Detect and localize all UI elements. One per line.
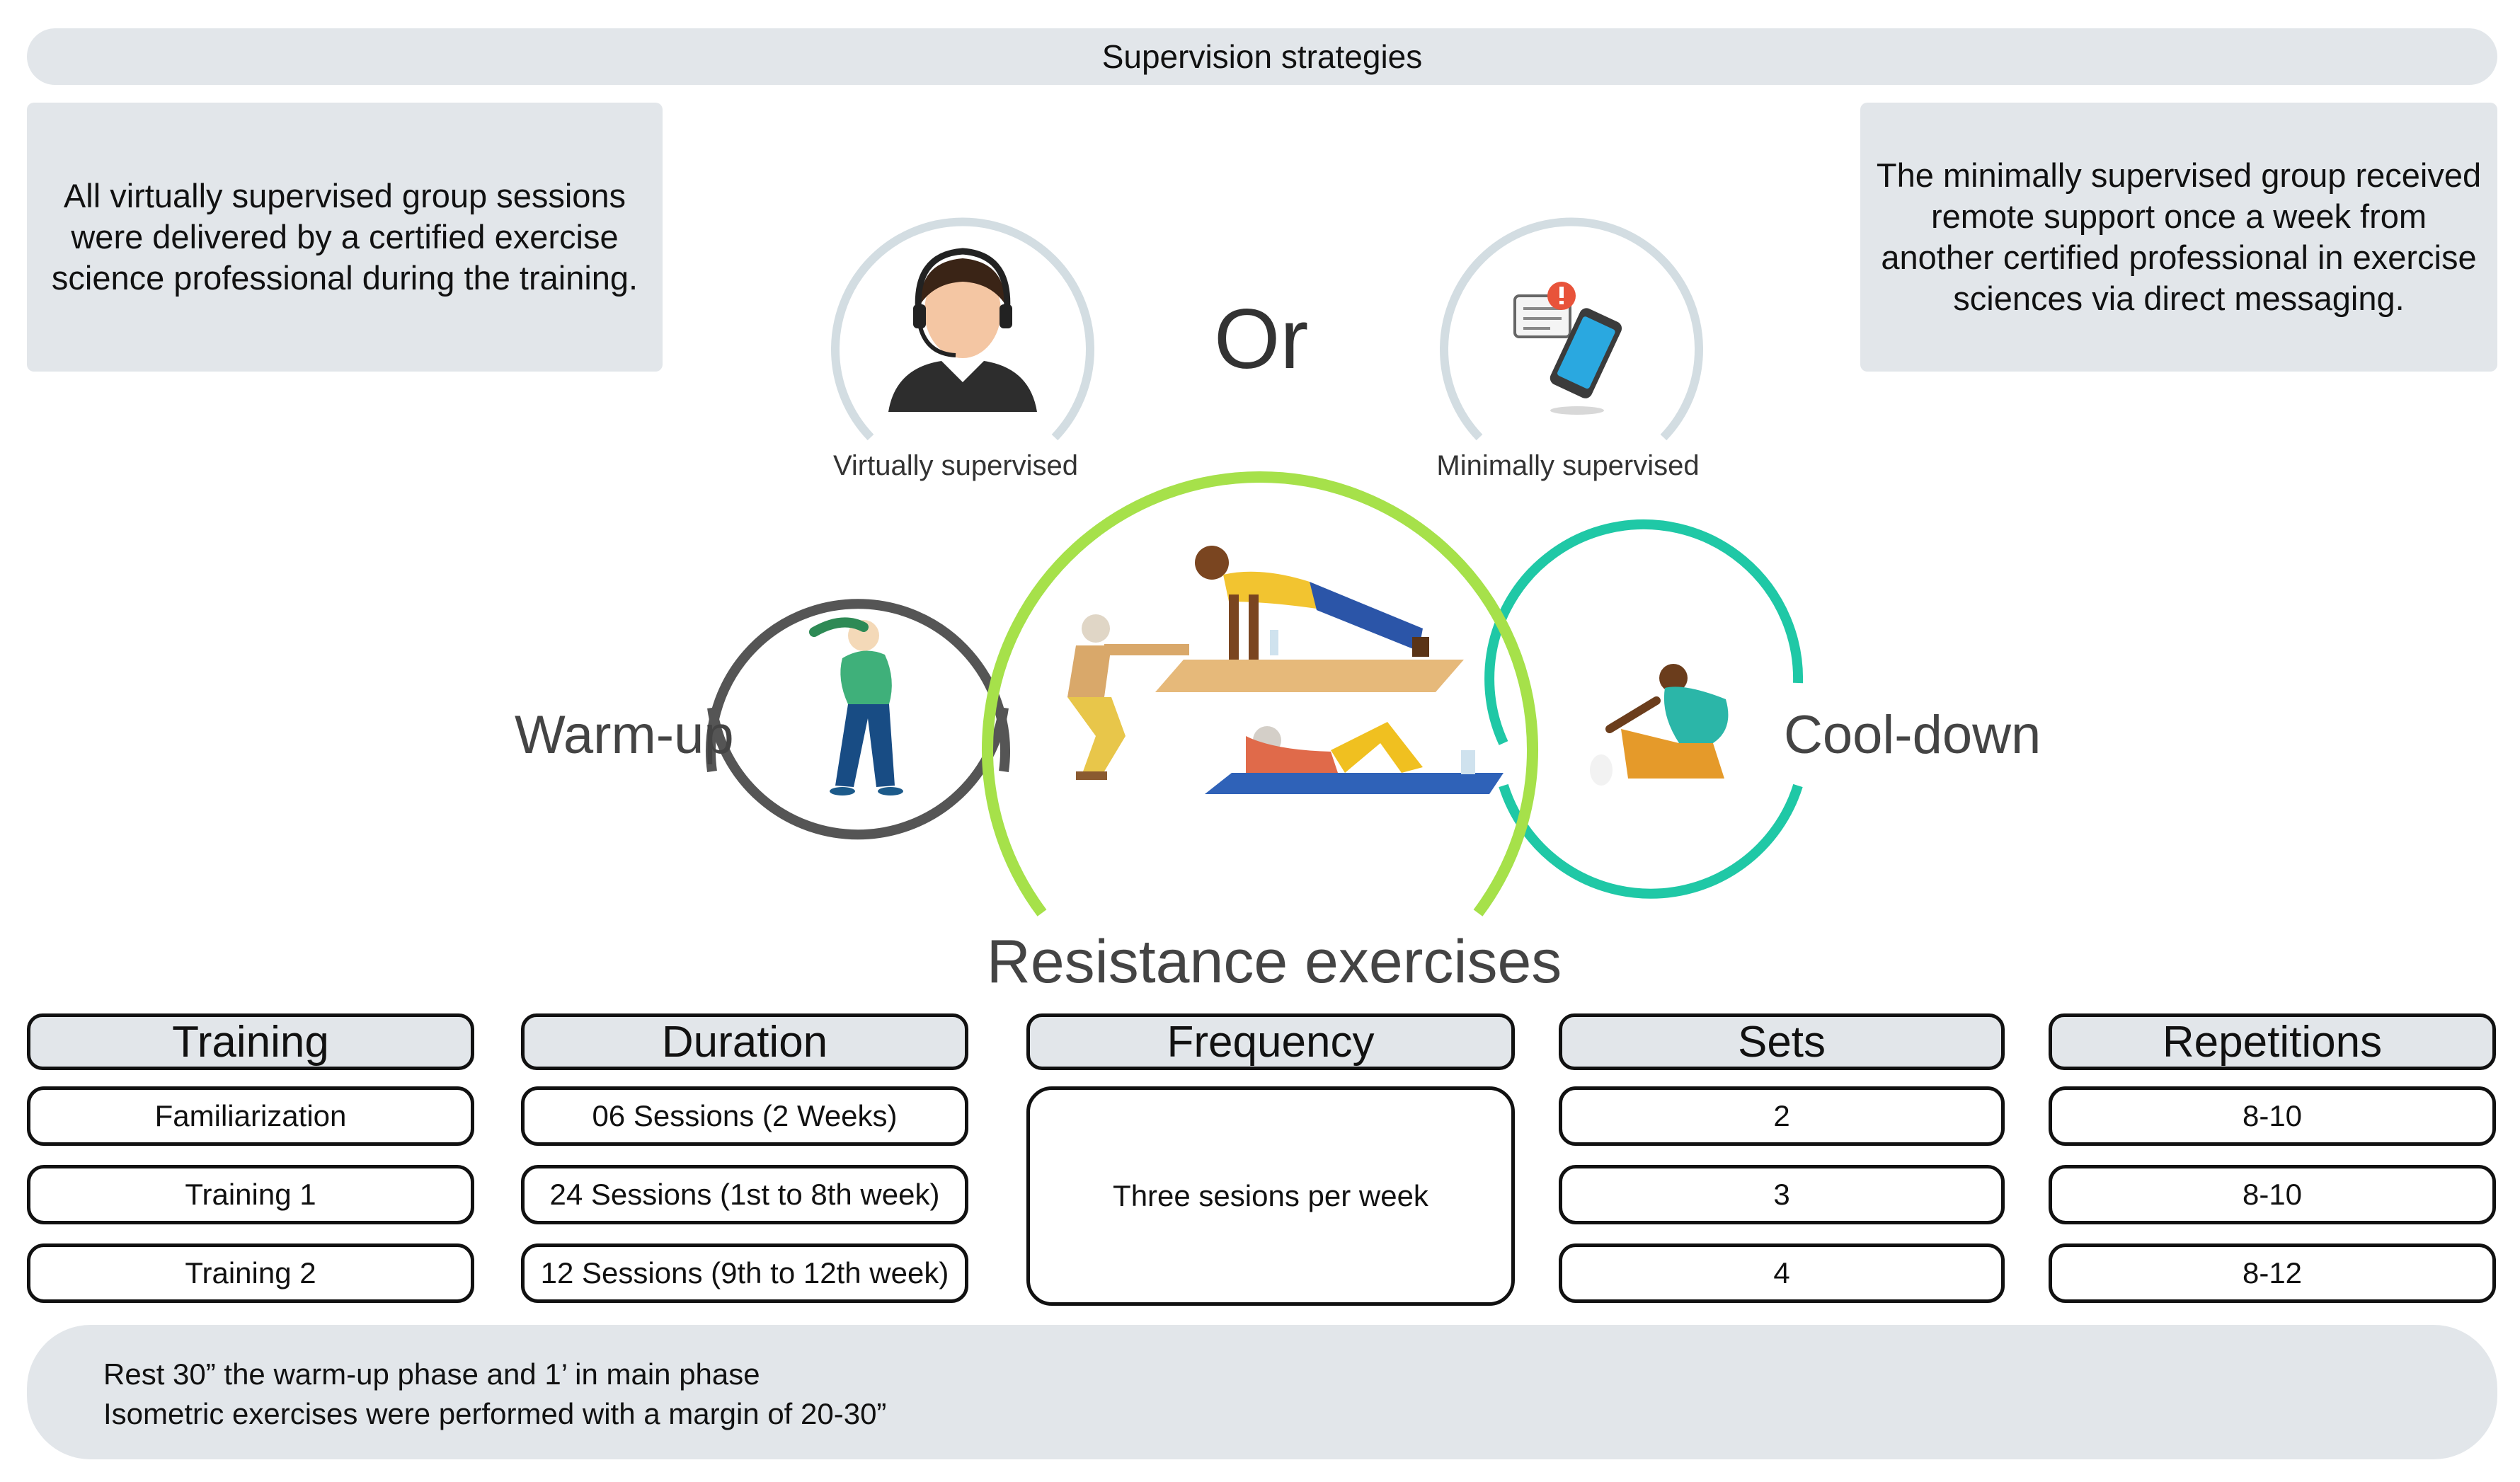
footer-line-isometric: Isometric exercises were performed with … <box>103 1397 887 1430</box>
frequency-header: Frequency <box>1026 1013 1515 1070</box>
training-header-label: Training <box>172 1017 329 1067</box>
seated-stretch-icon <box>1590 664 1729 786</box>
warmup-label: Warm-up <box>515 705 734 765</box>
minimally-supervised-label: Minimally supervised <box>1436 450 1700 481</box>
phone-message-icon <box>1513 282 1622 415</box>
frequency-cell: Three sesions per week <box>1026 1086 1515 1306</box>
resistance-exercises-title: Resistance exercises <box>986 928 1562 996</box>
headset-operator-icon <box>888 248 1037 412</box>
training-cell: Training 2 <box>27 1243 474 1303</box>
training-cell: Familiarization <box>27 1086 474 1146</box>
stretching-person-icon <box>809 617 903 795</box>
minimal-supervision-note: The minimally supervised group received … <box>1860 103 2497 372</box>
cooldown-ring <box>1484 519 1804 899</box>
sets-header: Sets <box>1559 1013 2005 1070</box>
virtual-supervision-note: All virtually supervised group sessions … <box>27 103 663 372</box>
repetitions-header: Repetitions <box>2049 1013 2496 1070</box>
rest-notes-footer: Rest 30” the warm-up phase and 1’ in mai… <box>27 1325 2497 1459</box>
footer-line-rest: Rest 30” the warm-up phase and 1’ in mai… <box>103 1357 760 1391</box>
minimal-note-text: The minimally supervised group received … <box>1876 156 2482 317</box>
sets-cell: 4 <box>1559 1243 2005 1303</box>
banner-title: Supervision strategies <box>1101 38 1423 75</box>
cooldown-label: Cool-down <box>1784 705 2041 765</box>
duration-header: Duration <box>521 1013 968 1070</box>
or-label: Or <box>1214 292 1309 386</box>
virtually-supervised-label: Virtually supervised <box>832 450 1079 481</box>
exercise-phases-diagram <box>706 217 1804 917</box>
training-header: Training <box>27 1013 474 1070</box>
duration-cell: 12 Sessions (9th to 12th week) <box>521 1243 968 1303</box>
sets-header-label: Sets <box>1737 1017 1826 1067</box>
sets-cell: 3 <box>1559 1165 2005 1224</box>
resistance-ring <box>982 471 1538 917</box>
virtual-supervision-ring <box>831 217 1094 441</box>
duration-header-label: Duration <box>661 1017 828 1067</box>
repetitions-cell: 8-10 <box>2049 1165 2496 1224</box>
repetitions-header-label: Repetitions <box>2162 1017 2383 1067</box>
minimal-supervision-ring <box>1440 217 1703 441</box>
resistance-exercises-icon <box>1067 546 1504 794</box>
frequency-header-label: Frequency <box>1167 1017 1375 1067</box>
duration-cell: 24 Sessions (1st to 8th week) <box>521 1165 968 1224</box>
duration-cell: 06 Sessions (2 Weeks) <box>521 1086 968 1146</box>
repetitions-cell: 8-12 <box>2049 1243 2496 1303</box>
virtual-note-text: All virtually supervised group sessions … <box>51 177 638 297</box>
supervision-strategies-banner: Supervision strategies <box>27 28 2497 85</box>
repetitions-cell: 8-10 <box>2049 1086 2496 1146</box>
sets-cell: 2 <box>1559 1086 2005 1146</box>
training-cell: Training 1 <box>27 1165 474 1224</box>
